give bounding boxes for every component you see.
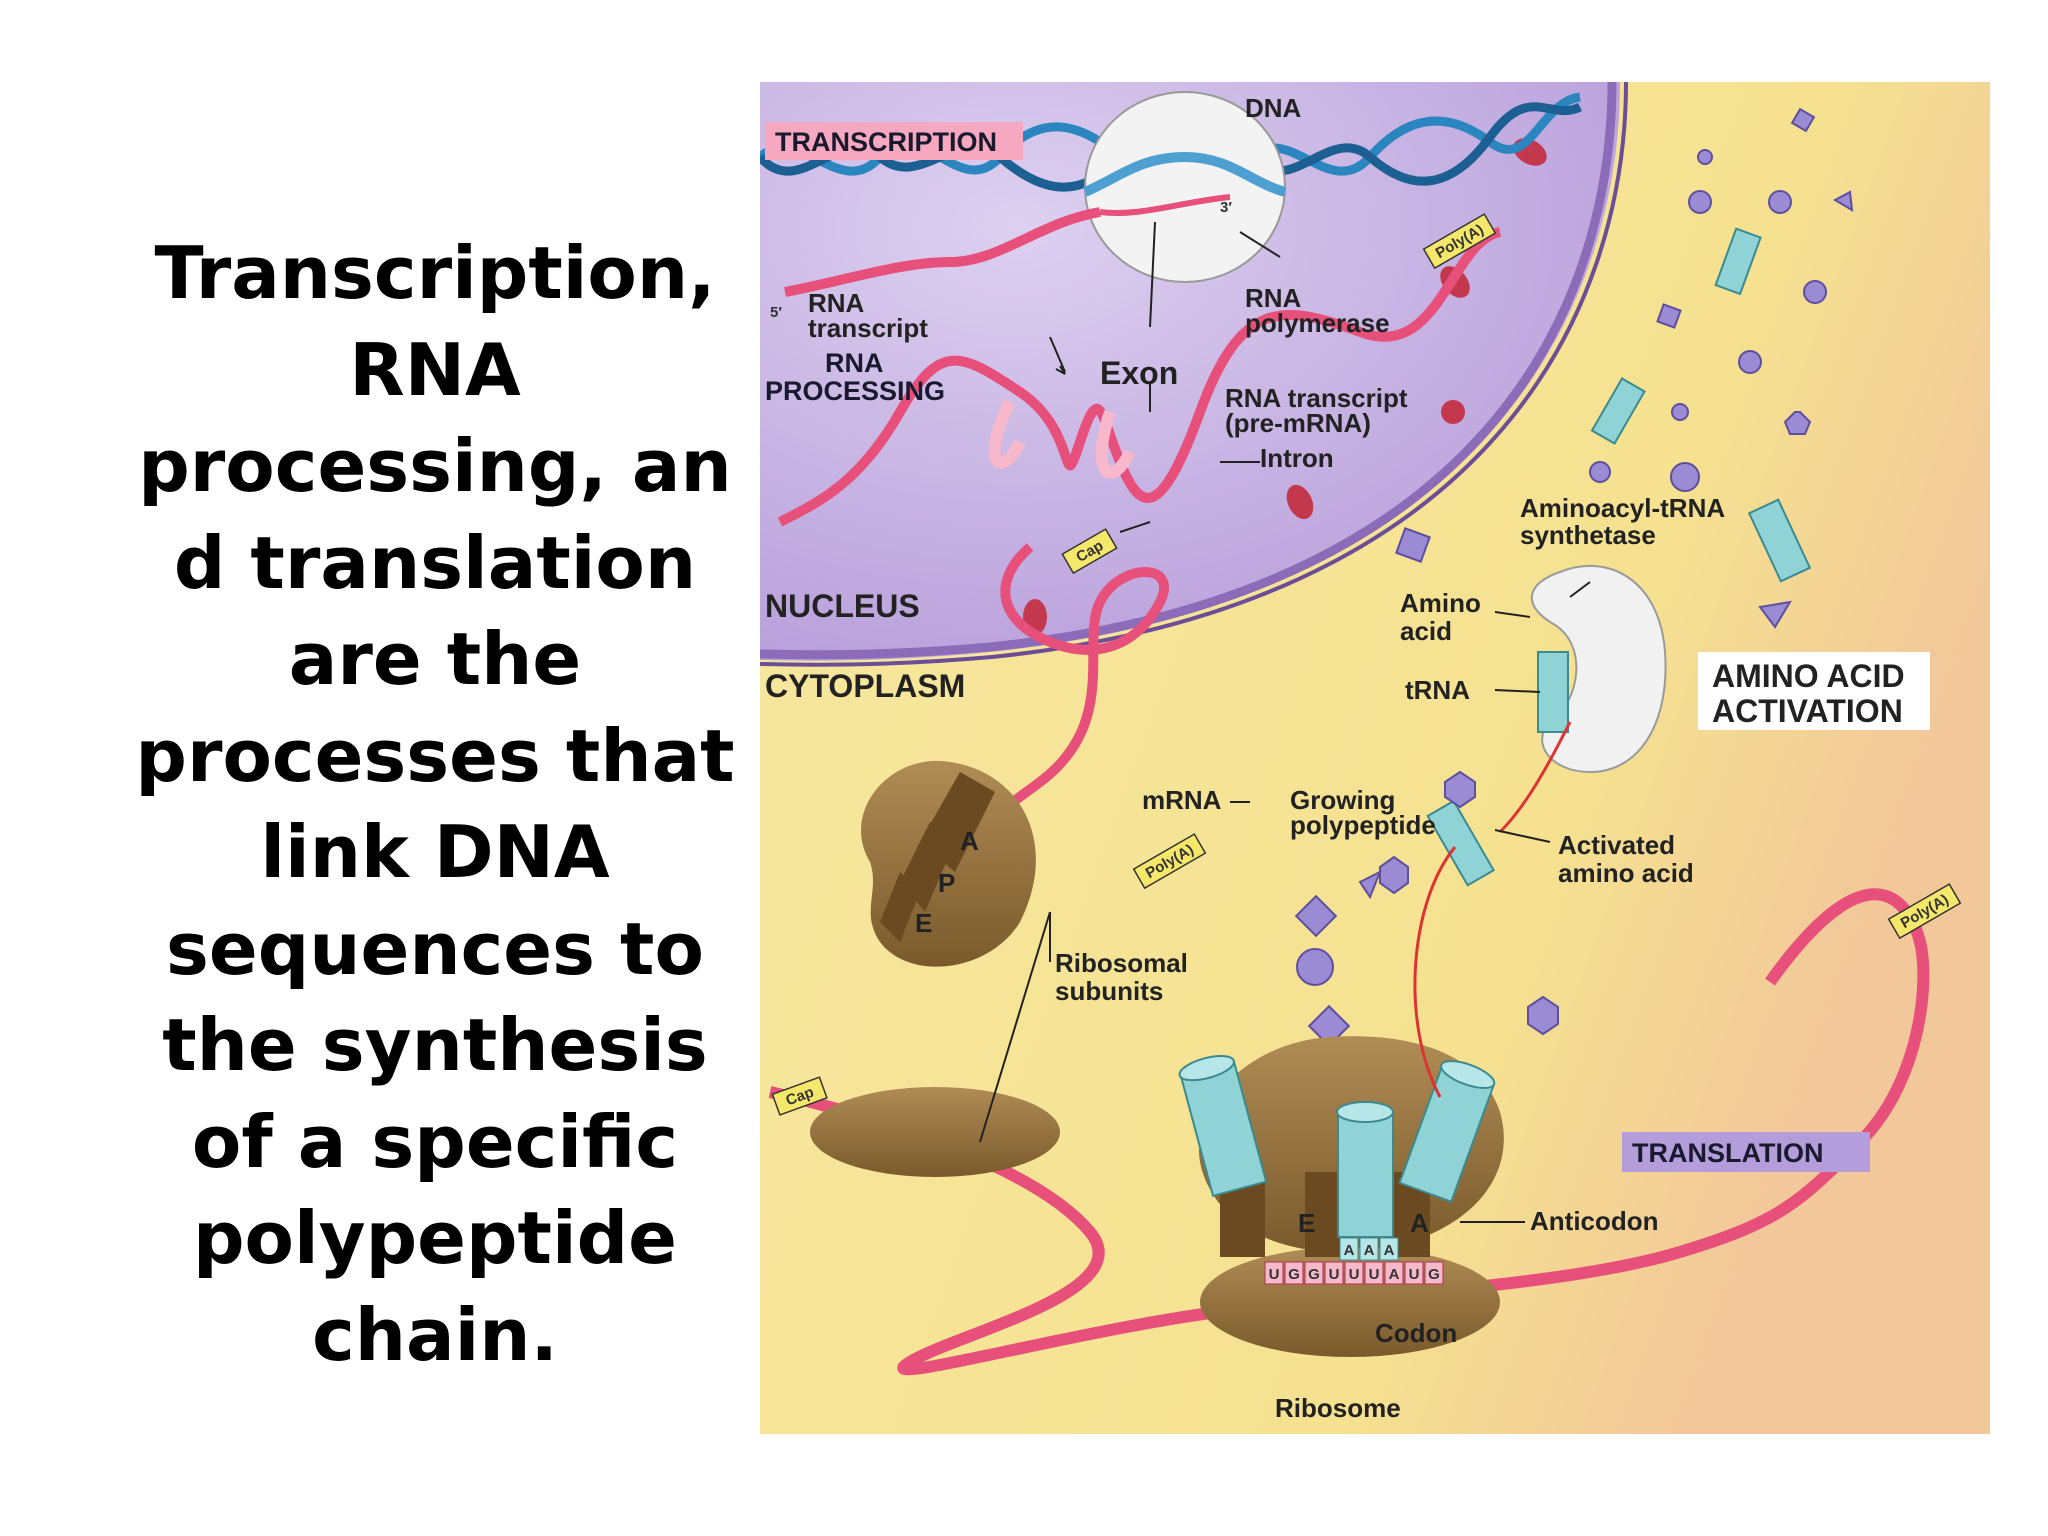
codon-base-box [1304, 1261, 1324, 1285]
codon-base-box [1264, 1261, 1284, 1285]
dna-label: DNA [1245, 93, 1302, 123]
transcription-tag: TRANSCRIPTION [765, 122, 1023, 160]
anticodon-label: Anticodon [1530, 1206, 1659, 1236]
svg-text:acid: acid [1400, 616, 1452, 646]
codon-base: G [1308, 1266, 1320, 1283]
codon-base-box [1404, 1261, 1424, 1285]
codon-base: U [1329, 1266, 1340, 1283]
svg-text:subunits: subunits [1055, 976, 1163, 1006]
pre-mrna-label: RNA transcript [1225, 383, 1408, 413]
rna-transcript-ribbon [784, 207, 1101, 297]
codon-base: U [1349, 1266, 1360, 1283]
exon-label: Exon [1100, 355, 1178, 391]
svg-text:polypeptide: polypeptide [1290, 810, 1436, 840]
ribosome-trna-p [1336, 1101, 1394, 1238]
site-a-label: A [960, 826, 979, 856]
codon-base: U [1409, 1266, 1420, 1283]
codon-label: Codon [1375, 1318, 1457, 1348]
activated-amino-acid-label: Activated [1558, 830, 1675, 860]
anticodon-base: A [1384, 1242, 1395, 1259]
anticodon-base-box [1339, 1237, 1359, 1261]
ribosome-label: Ribosome [1275, 1393, 1401, 1423]
free-trna-2 [1590, 377, 1646, 445]
growing-polypeptide-label: Growing [1290, 785, 1395, 815]
nucleus-region [760, 82, 1620, 661]
codon-base-box [1344, 1261, 1364, 1285]
svg-text:TRANSCRIPTION: TRANSCRIPTION [775, 127, 997, 157]
codon-base: U [1269, 1266, 1280, 1283]
svg-text:AMINO ACID: AMINO ACID [1712, 658, 1905, 694]
rna-transcript-label: RNA [808, 288, 865, 318]
codon-base-box [1364, 1261, 1384, 1285]
ribosome-trna-e [1178, 1055, 1268, 1198]
trna-label: tRNA [1405, 675, 1470, 705]
ribosome-site-a: A [1410, 1208, 1429, 1238]
amino-acid-activation-box: AMINO ACID ACTIVATION [1698, 652, 1930, 730]
svg-text:(pre-mRNA): (pre-mRNA) [1225, 408, 1371, 438]
free-amino-acids [1395, 107, 1854, 629]
codon-base: A [1389, 1266, 1400, 1283]
anticodon-base-box [1379, 1237, 1399, 1261]
rna-processing-label-top: RNA [825, 348, 884, 378]
free-trna-1 [1714, 227, 1762, 296]
five-prime-label: 5′ [770, 304, 782, 321]
codon-base: G [1428, 1266, 1440, 1283]
process-arrows [1049, 336, 1151, 533]
nuclear-envelope [760, 82, 1617, 660]
ribosome-site-e: E [1298, 1208, 1315, 1238]
anticodon-base-box [1359, 1237, 1379, 1261]
ribosomal-subunits-label: Ribosomal [1055, 948, 1188, 978]
site-p-label: P [938, 868, 955, 898]
gene-expression-diagram: Cap Poly(A) Poly(A) Poly(A) Cap E P A Ri… [760, 82, 1990, 1434]
nucleus-label: NUCLEUS [765, 588, 920, 624]
codon-base-box [1324, 1261, 1344, 1285]
site-e-label: E [915, 908, 932, 938]
activated-trna [1426, 799, 1496, 887]
trna-delivery-arrows [1413, 721, 1572, 1098]
rna-polymerase-label: RNA [1245, 283, 1302, 313]
svg-text:polymerase: polymerase [1245, 308, 1390, 338]
aminoacyl-trna-synthetase-label: Aminoacyl-tRNA [1520, 493, 1725, 523]
svg-text:transcript: transcript [808, 313, 928, 343]
free-trna-3 [1747, 498, 1812, 583]
translation-tag: TRANSLATION [1622, 1132, 1870, 1172]
three-prime-label: 3′ [1220, 199, 1232, 216]
rna-processing-label-2: PROCESSING [765, 376, 945, 406]
svg-text:ACTIVATION: ACTIVATION [1712, 693, 1903, 729]
svg-text:TRANSLATION: TRANSLATION [1632, 1138, 1823, 1168]
small-ribosomal-subunit [810, 1087, 1060, 1177]
svg-text:synthetase: synthetase [1520, 520, 1656, 550]
mrna-label: mRNA [1142, 785, 1222, 815]
codon-base: U [1369, 1266, 1380, 1283]
svg-text:amino acid: amino acid [1558, 858, 1694, 888]
ribosome-trna-a [1398, 1060, 1496, 1203]
codon-base-box [1384, 1261, 1404, 1285]
trna-in-synthetase [1537, 651, 1569, 733]
cytoplasm-label: CYTOPLASM [765, 668, 965, 704]
codon-base-box [1284, 1261, 1304, 1285]
large-ribosomal-subunit: E P A [861, 760, 1036, 967]
caption-text: Transcription, RNA processing, an d tran… [135, 231, 735, 1377]
anticodon-base: A [1364, 1242, 1375, 1259]
codon-base: G [1288, 1266, 1300, 1283]
intron-label: Intron [1260, 443, 1334, 473]
anticodon-base: A [1344, 1242, 1355, 1259]
codon-base-box [1424, 1261, 1444, 1285]
amino-acid-label: Amino [1400, 588, 1481, 618]
